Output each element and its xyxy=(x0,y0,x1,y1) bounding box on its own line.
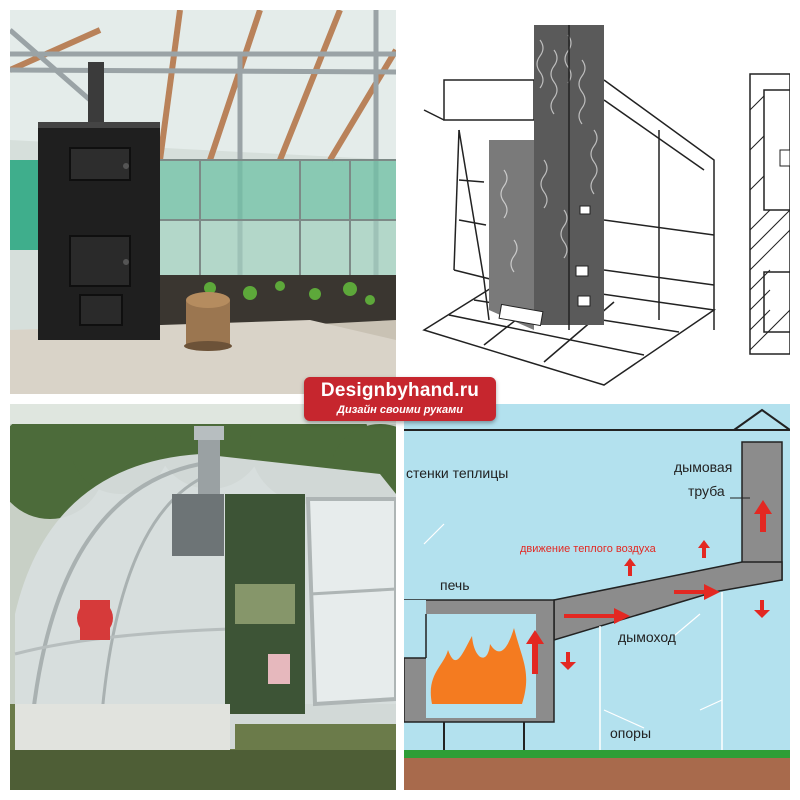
grass-strip xyxy=(404,750,790,758)
heating-schematic-svg: стенки теплицы дымовая труба движение те… xyxy=(404,404,790,790)
arrow-down-icon xyxy=(560,652,576,670)
watermark-tagline: Дизайн своими руками xyxy=(337,404,463,416)
photo-greenhouse-stove-interior xyxy=(10,10,396,394)
chimney-cap xyxy=(733,408,790,431)
stove-interior-illustration xyxy=(10,10,396,394)
photo-arched-greenhouse xyxy=(10,404,396,790)
fire-flame-icon xyxy=(430,628,527,704)
watermark-brand: Designbyhand.ru xyxy=(320,380,480,401)
heating-schematic-diagram: стенки теплицы дымовая труба движение те… xyxy=(404,404,790,790)
arrow-right-icon xyxy=(674,584,720,600)
chimney-label-line2: труба xyxy=(688,483,725,499)
ground xyxy=(404,758,790,790)
arrow-up-icon xyxy=(526,630,544,674)
flue-label: дымоход xyxy=(618,629,676,645)
chimney-label-line1: дымовая xyxy=(674,459,732,475)
walls-label: стенки теплицы xyxy=(406,465,508,481)
arrow-right-icon xyxy=(564,608,630,624)
drawing-brick-stove xyxy=(404,10,790,394)
supports-label: опоры xyxy=(610,725,651,741)
arrow-up-icon xyxy=(754,500,772,532)
airflow-label: движение теплого воздуха xyxy=(520,543,657,555)
airflow-arrows xyxy=(526,500,772,674)
arched-greenhouse-illustration xyxy=(10,404,396,790)
brick-stove-line-drawing xyxy=(404,10,790,394)
site-watermark-badge: Designbyhand.ru Дизайн своими руками xyxy=(304,377,496,421)
arrow-up-icon xyxy=(624,558,636,576)
arrow-up-icon xyxy=(698,540,710,558)
stove-label: печь xyxy=(440,577,470,593)
arrow-down-icon xyxy=(754,600,770,618)
